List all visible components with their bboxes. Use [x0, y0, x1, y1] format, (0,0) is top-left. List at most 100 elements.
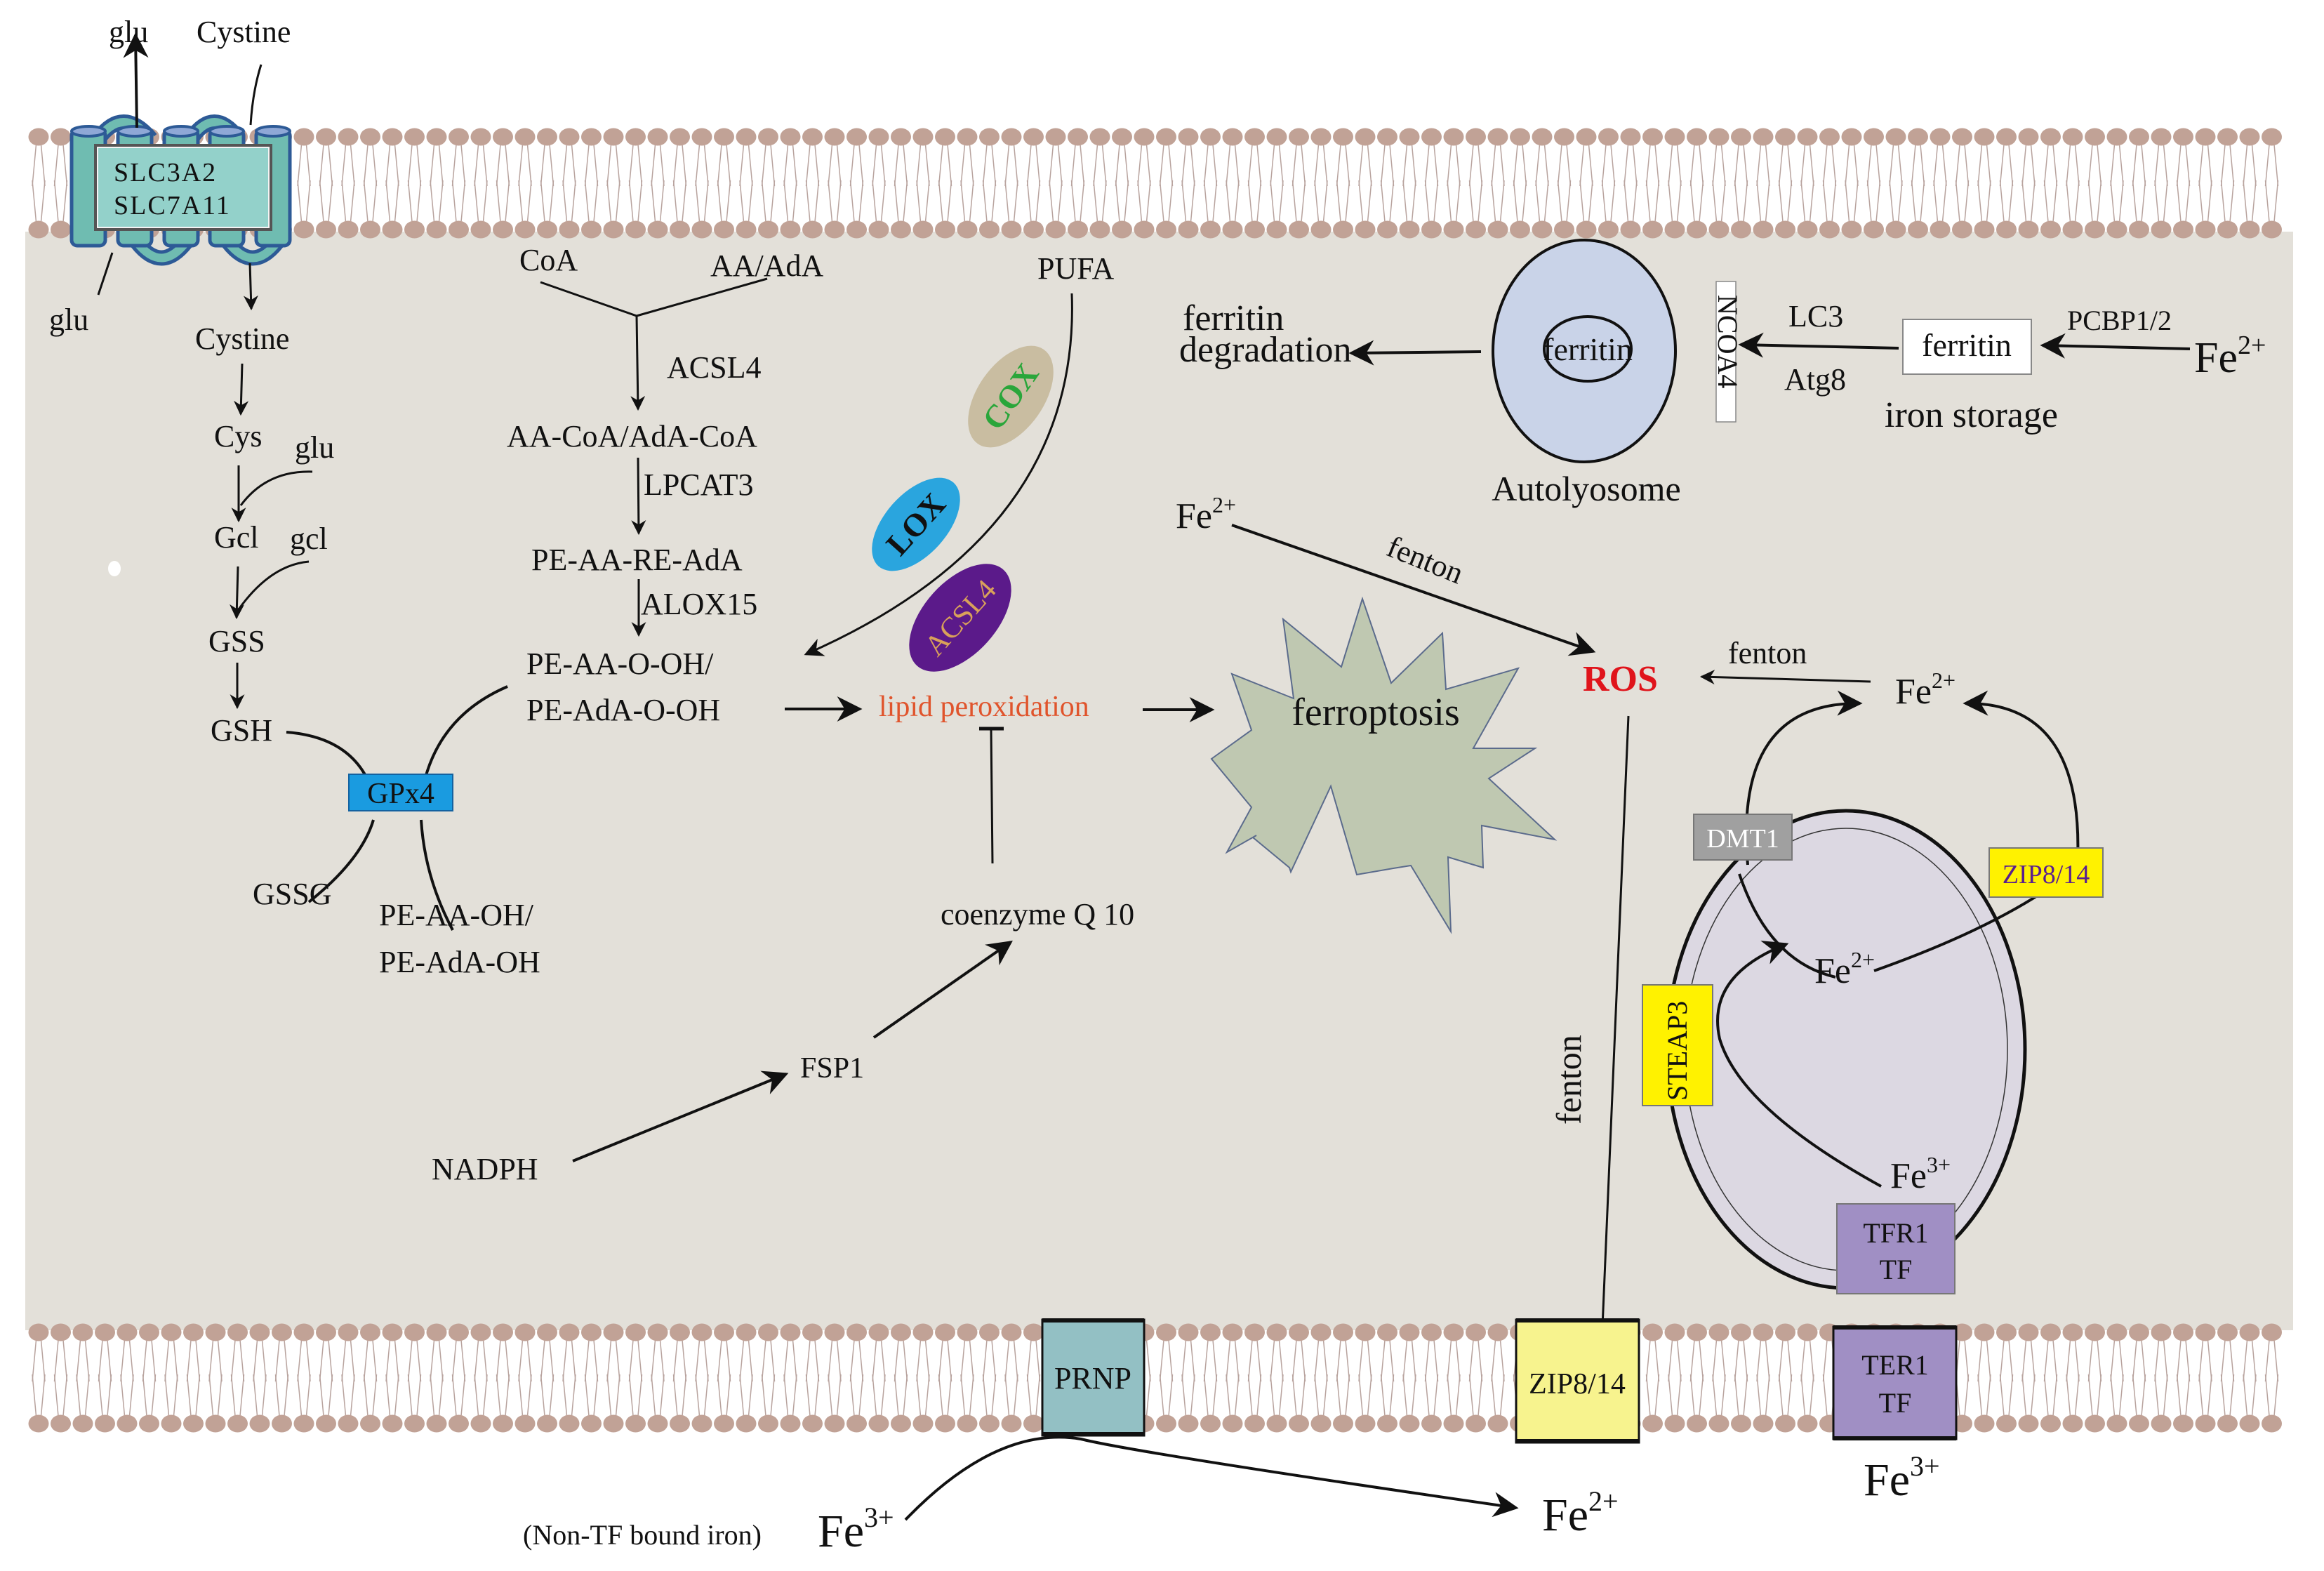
lipid-tail — [1491, 180, 1496, 222]
lipid-tail — [991, 1374, 997, 1416]
lipid-tail — [385, 180, 391, 222]
lipid-tail — [947, 1340, 952, 1382]
lipid-tail — [1026, 145, 1032, 187]
autolysosome[interactable]: ferritin — [1492, 239, 1677, 463]
lipid-head — [1864, 220, 1884, 239]
lipid-head — [1399, 220, 1420, 239]
lipid-tail — [1941, 180, 1947, 222]
lipid-tail — [350, 1340, 355, 1382]
lipid-head — [1023, 1414, 1044, 1433]
lipid-tail — [593, 1374, 599, 1416]
lipid-tail — [1411, 145, 1416, 187]
lipid-head — [2195, 1323, 2216, 1341]
lipid-tail — [1689, 180, 1695, 222]
lipid-head — [1731, 220, 1751, 239]
slc7a11-transporter[interactable]: SLC3A2 SLC7A11 — [69, 114, 292, 266]
gpx4-enzyme[interactable]: GPx4 — [348, 774, 453, 811]
zip-export-arc — [1963, 690, 2080, 884]
zip-membrane-transporter[interactable]: ZIP8/14 — [1515, 1318, 1640, 1444]
lipid-tail — [849, 145, 855, 187]
steap3-reductase[interactable]: STEAP3 — [1642, 984, 1713, 1106]
lipid-tail — [460, 1374, 466, 1416]
lipid-tail — [761, 1340, 766, 1382]
lipid-head — [1885, 220, 1906, 239]
lipid-head — [1466, 1323, 1486, 1341]
lipid-tail — [2264, 180, 2270, 222]
lipid-tail — [880, 180, 886, 222]
fe2-storage-label: Fe2+ — [2194, 331, 2266, 382]
lipid-head — [2151, 1414, 2172, 1433]
lipid-head — [824, 1323, 845, 1341]
lipid-tail — [372, 1374, 378, 1416]
lipid-tail — [76, 1340, 81, 1382]
lipid-head — [1974, 1414, 1995, 1433]
lipid-head — [1974, 128, 1995, 146]
lipid-head — [979, 128, 1000, 146]
tfr1-endosome-receptor[interactable]: TFR1 TF — [1836, 1203, 1956, 1294]
zip-endosome-transporter[interactable]: ZIP8/14 — [1988, 847, 2104, 898]
lipid-tail — [1645, 145, 1651, 187]
lipid-tail — [1964, 1340, 1970, 1382]
lipid-tail — [717, 1340, 722, 1382]
lipid-head — [249, 1323, 270, 1341]
lipid-head — [824, 128, 845, 146]
dmt1-transporter[interactable]: DMT1 — [1693, 814, 1793, 861]
lipid-tail — [1367, 1340, 1372, 1382]
lipid-tail — [1734, 180, 1739, 222]
lipid-tail — [305, 180, 311, 222]
lipid-head — [1068, 220, 1088, 239]
lipid-head — [912, 1323, 934, 1341]
plasma-membrane-top — [28, 128, 2282, 239]
lipid-tail — [1190, 145, 1195, 187]
lipid-tail — [549, 1374, 555, 1416]
lipid-tail — [2141, 145, 2146, 187]
lipid-tail — [2074, 145, 2080, 187]
lipid-tail — [880, 145, 886, 187]
lipid-head — [1355, 128, 1376, 146]
lipid-tail — [239, 1374, 245, 1416]
lipid-head — [2239, 128, 2260, 146]
coq10-inhibition-line — [990, 729, 994, 864]
lipid-tail — [460, 145, 466, 187]
ncoa4-receptor[interactable]: NCOA4 — [1712, 281, 1744, 423]
lipid-tail — [438, 145, 444, 187]
lipid-tail — [319, 180, 324, 222]
lipid-tail — [938, 145, 943, 187]
lipid-head — [1487, 128, 1508, 146]
lipid-head — [1687, 128, 1707, 146]
lipid-tail — [1358, 1340, 1364, 1382]
non-tf-bound-iron-label: (Non-TF bound iron) — [523, 1519, 762, 1551]
lipid-head — [1620, 220, 1641, 239]
lipid-tail — [584, 145, 590, 187]
lipid-tail — [430, 145, 435, 187]
transporter-label-box — [94, 144, 272, 231]
lipid-tail — [2243, 145, 2248, 187]
lipid-tail — [1322, 180, 1328, 222]
lipid-head — [1554, 128, 1574, 146]
lipid-tail — [903, 1374, 908, 1416]
lipid-tail — [1292, 1340, 1297, 1382]
lipid-head — [868, 1323, 889, 1341]
lipid-tail — [2185, 145, 2191, 187]
gcl-join-curve — [237, 560, 310, 610]
ferritin-storage-box[interactable]: ferritin — [1902, 319, 2032, 375]
ncoa4-label: NCOA4 — [1712, 295, 1744, 388]
lipid-tail — [1964, 145, 1970, 187]
prnp-protein[interactable]: PRNP — [1041, 1318, 1146, 1437]
ter1-membrane-receptor[interactable]: TER1 TF — [1832, 1325, 1958, 1440]
lipid-tail — [1543, 180, 1549, 222]
lipid-tail — [1389, 1340, 1395, 1382]
lipid-tail — [1699, 1340, 1704, 1382]
lipid-head — [2195, 220, 2216, 239]
lipid-tail — [606, 1374, 612, 1416]
lipid-tail — [319, 1340, 324, 1382]
lipid-tail — [540, 180, 545, 222]
lipid-head — [2062, 220, 2083, 239]
fe-to-ferritin-arrow — [2040, 333, 2191, 359]
lipid-tail — [1035, 1340, 1041, 1382]
lipid-tail — [726, 180, 731, 222]
lipid-head — [1797, 1414, 1818, 1433]
lipid-head — [316, 220, 336, 239]
lipid-head — [1333, 128, 1353, 146]
lipid-tail — [1809, 1374, 1814, 1416]
